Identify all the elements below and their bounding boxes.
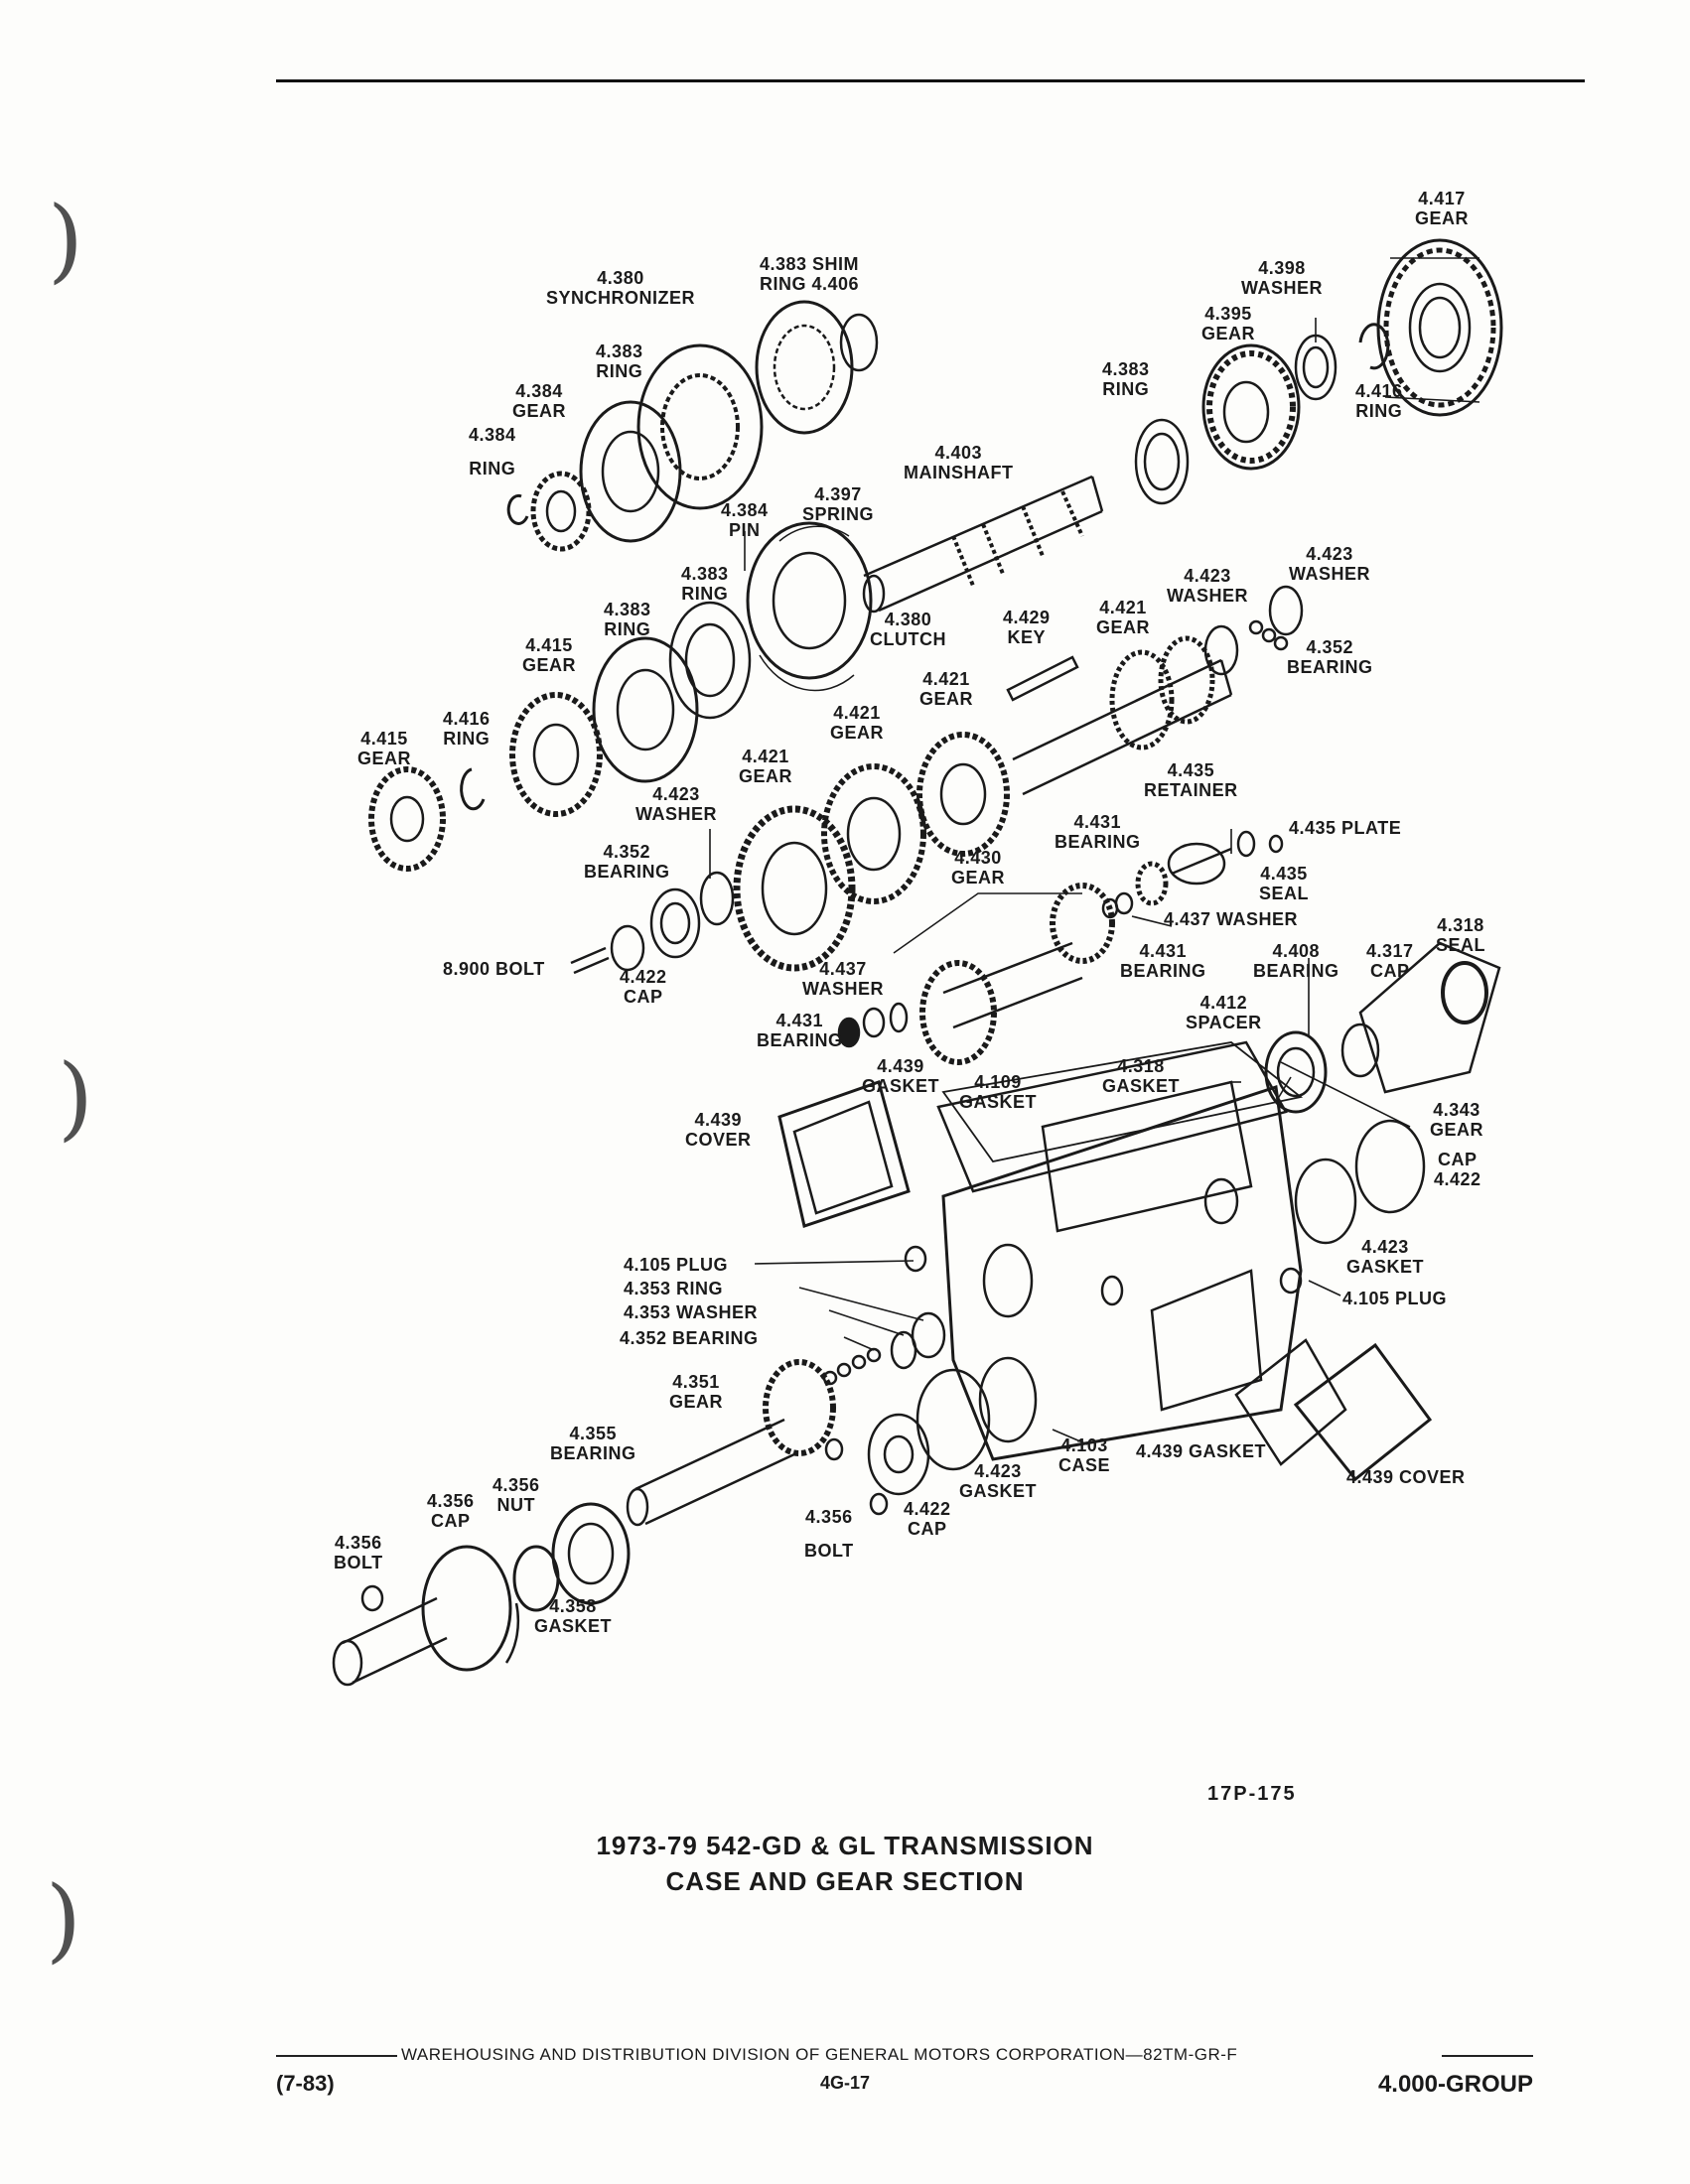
label-ring-4353: 4.353 RING <box>624 1279 724 1298</box>
label-bolt-8900: 8.900 BOLT <box>443 959 545 979</box>
caption-line-2: CASE AND GEAR SECTION <box>665 1866 1025 1896</box>
footer-date: (7-83) <box>276 2071 335 2096</box>
header-rule <box>276 79 1585 82</box>
binder-hole-mark-middle: ) <box>58 1044 93 1151</box>
footer-division-text: WAREHOUSING AND DISTRIBUTION DIVISION OF… <box>401 2045 1238 2064</box>
footer-group: 4.000-GROUP <box>1377 2071 1533 2098</box>
gear-4417-drawing <box>1376 238 1503 417</box>
transmission-case-drawing <box>936 1040 1303 1461</box>
caption-line-1: 1973-79 542-GD & GL TRANSMISSION <box>596 1831 1094 1860</box>
footer-rule-right <box>1442 2055 1533 2057</box>
label-bearing-4352-low: 4.352 BEARING <box>620 1328 759 1348</box>
footer-rule-left <box>276 2055 397 2057</box>
label-gasket-4439-low: 4.439 GASKET <box>1136 1441 1267 1461</box>
binder-hole-mark-bottom: ) <box>46 1866 81 1973</box>
footer-page-number: 4G-17 <box>819 2073 871 2093</box>
label-plate-4435: 4.435 PLATE <box>1289 818 1402 838</box>
label-plug-4105-right: 4.105 PLUG <box>1342 1289 1448 1308</box>
label-cover-4439-low: 4.439 COVER <box>1346 1467 1466 1487</box>
figure-number: 17P-175 <box>1207 1783 1297 1805</box>
binder-hole-mark-top: ) <box>48 187 83 293</box>
label-washer-4353: 4.353 WASHER <box>624 1302 759 1322</box>
label-washer-4437-right: 4.437 WASHER <box>1164 909 1299 929</box>
label-plug-4105-left: 4.105 PLUG <box>624 1255 729 1275</box>
